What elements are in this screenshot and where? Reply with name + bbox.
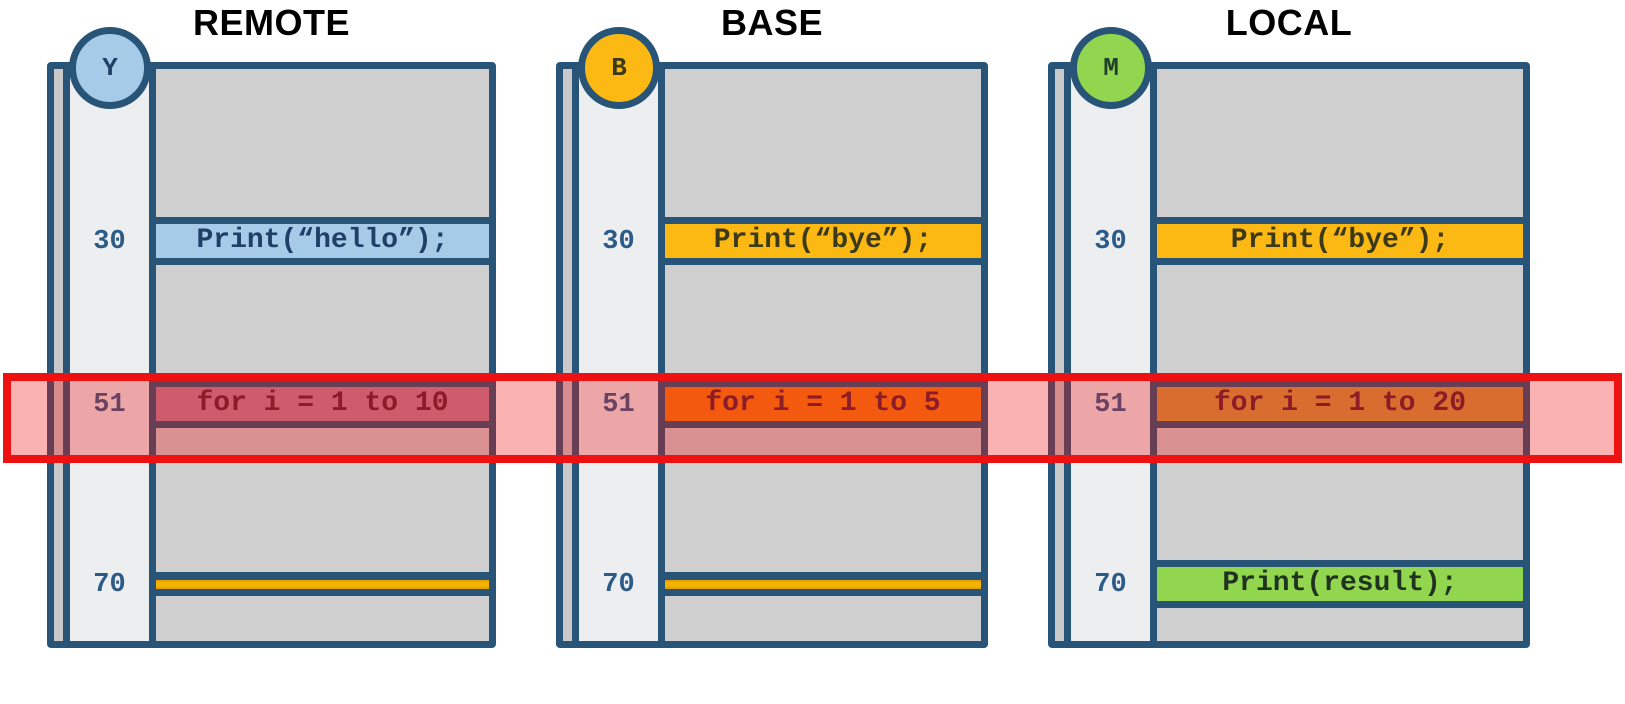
line-number-gutter-local: 30 51 70 <box>1071 69 1157 641</box>
line-number: 51 <box>1094 390 1127 420</box>
panel-frame-remote: 30 51 70 Print(“hello”); for i = 1 to 10 <box>47 62 496 648</box>
code-text: Print(result); <box>1222 568 1458 599</box>
branch-badge-letter: Y <box>102 53 118 83</box>
code-row[interactable] <box>665 572 981 596</box>
collapsed-row-bar <box>156 579 489 589</box>
collapsed-row-bar <box>665 579 981 589</box>
branch-badge-local[interactable]: M <box>1070 27 1152 109</box>
branch-badge-remote[interactable]: Y <box>69 27 151 109</box>
panel-remote: REMOTE 30 51 70 Print(“hello”); for i = 1 to … <box>47 2 496 648</box>
line-number: 51 <box>602 390 635 420</box>
code-text: Print(“hello”); <box>196 225 449 256</box>
panel-base: BASE 30 51 70 Print(“bye”); for i = 1 to 5 <box>556 2 988 648</box>
line-number: 51 <box>93 390 126 420</box>
line-number-gutter-base: 30 51 70 <box>579 69 665 641</box>
code-area-base: Print(“bye”); for i = 1 to 5 <box>665 69 981 641</box>
line-number: 70 <box>1094 570 1127 600</box>
code-row[interactable]: for i = 1 to 20 <box>1157 380 1523 428</box>
code-text: for i = 1 to 20 <box>1213 388 1467 419</box>
line-number-gutter-remote: 30 51 70 <box>70 69 156 641</box>
panel-title-base: BASE <box>720 2 824 43</box>
code-row[interactable]: Print(result); <box>1157 560 1523 608</box>
panel-title-remote: REMOTE <box>192 2 350 43</box>
branch-badge-letter: B <box>611 53 627 83</box>
panel-title-local: LOCAL <box>1225 2 1353 43</box>
code-text: for i = 1 to 10 <box>196 388 449 419</box>
line-number: 30 <box>602 227 635 257</box>
code-text: Print(“bye”); <box>1230 225 1450 256</box>
code-row[interactable]: for i = 1 to 10 <box>156 380 489 428</box>
code-area-remote: Print(“hello”); for i = 1 to 10 <box>156 69 489 641</box>
code-row[interactable]: Print(“bye”); <box>665 217 981 265</box>
line-number: 70 <box>93 570 126 600</box>
branch-badge-base[interactable]: B <box>578 27 660 109</box>
line-number: 30 <box>93 227 126 257</box>
panel-frame-base: 30 51 70 Print(“bye”); for i = 1 to 5 <box>556 62 988 648</box>
code-text: for i = 1 to 5 <box>705 388 941 419</box>
code-text: Print(“bye”); <box>713 225 933 256</box>
code-row[interactable]: Print(“bye”); <box>1157 217 1523 265</box>
panel-spine-base <box>563 69 579 641</box>
panel-spine-remote <box>54 69 70 641</box>
line-number: 30 <box>1094 227 1127 257</box>
panel-spine-local <box>1055 69 1071 641</box>
code-row[interactable] <box>156 572 489 596</box>
code-row[interactable]: Print(“hello”); <box>156 217 489 265</box>
code-area-local: Print(“bye”); for i = 1 to 20 Print(result… <box>1157 69 1523 641</box>
line-number: 70 <box>602 570 635 600</box>
branch-badge-letter: M <box>1103 53 1119 83</box>
code-row[interactable]: for i = 1 to 5 <box>665 380 981 428</box>
